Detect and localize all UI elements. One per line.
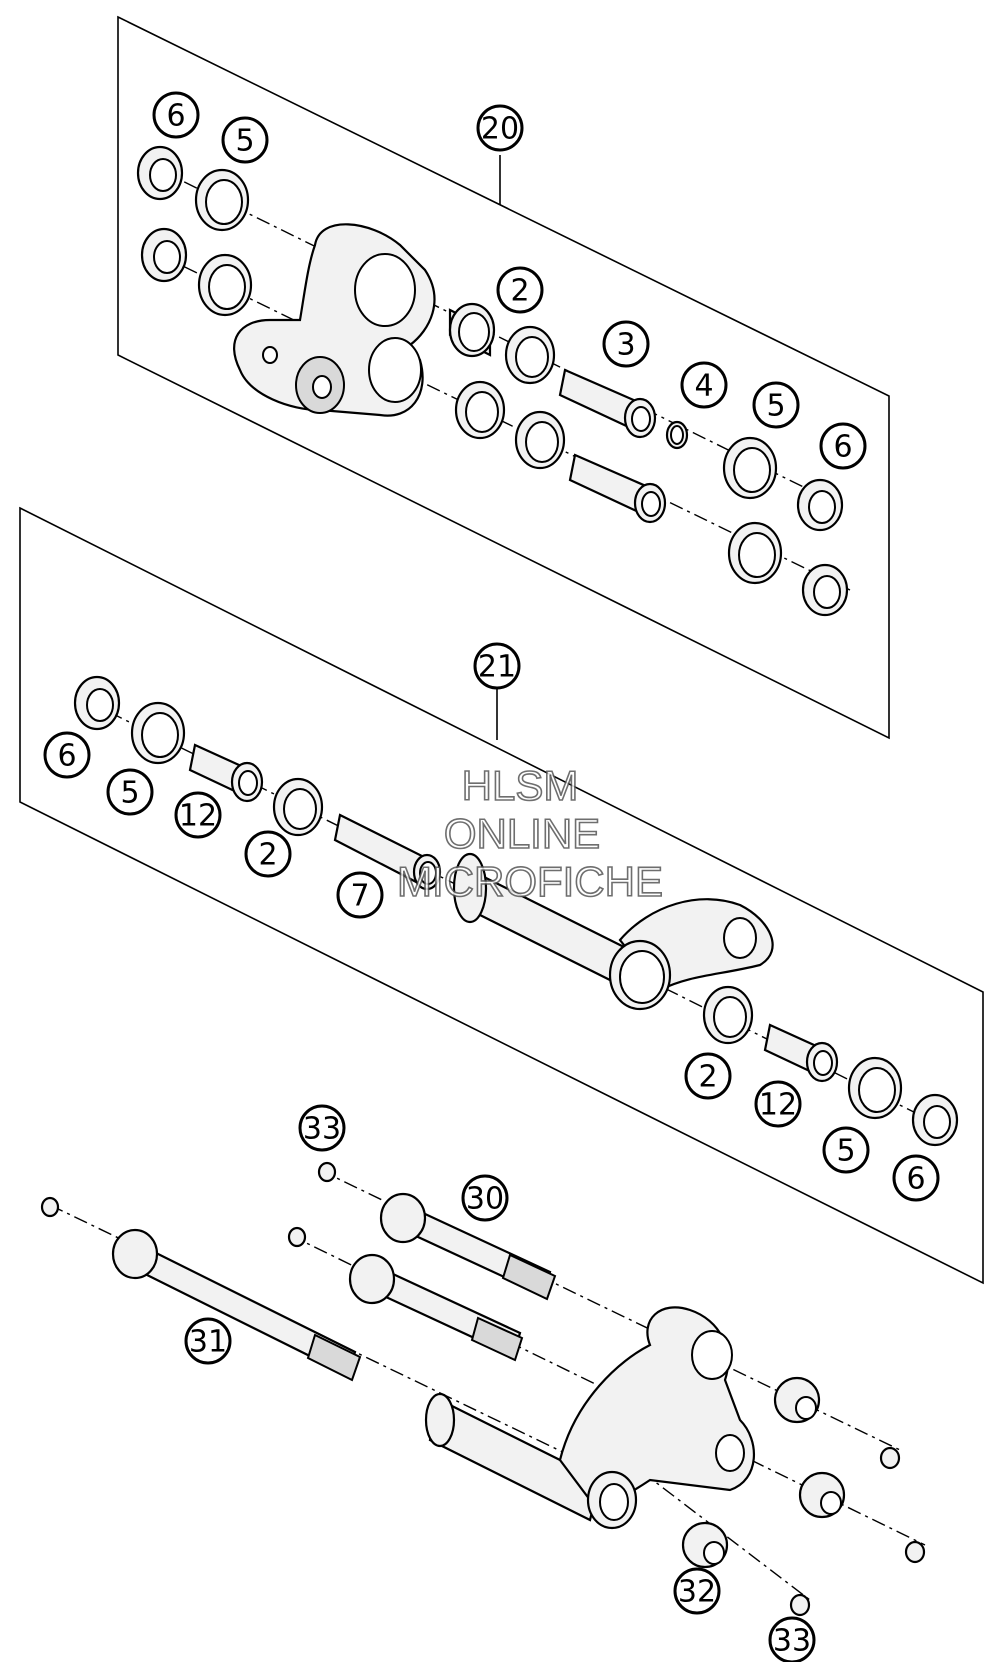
callout-label: 5: [235, 124, 254, 159]
watermark-line: ONLINE: [444, 810, 600, 857]
seal-part-6: [73, 675, 121, 731]
callout-32: 32: [673, 1567, 721, 1615]
bushing-part-2: [514, 410, 566, 470]
callout-5: 5: [221, 116, 269, 164]
sleeve-part-12: [188, 743, 264, 803]
callout-2: 2: [684, 1052, 732, 1100]
nut-part-32: [798, 1471, 846, 1519]
seal-part-5: [197, 253, 253, 317]
rocker-lever-body: [233, 223, 436, 417]
sleeve-part-12: [763, 1023, 839, 1083]
bolt-part-30: [379, 1192, 557, 1301]
callout-label: 6: [906, 1162, 925, 1197]
seal-part-6: [140, 227, 188, 283]
screw-part-33: [317, 1161, 337, 1183]
callout-label: 5: [766, 389, 785, 424]
panel-assembly-21: [19, 506, 984, 1285]
callout-30: 30: [461, 1174, 509, 1222]
watermark-line: HLSM: [462, 762, 579, 809]
assembled-linkage: [424, 1306, 755, 1530]
bushing-part-2: [702, 985, 754, 1045]
seal-part-6: [796, 478, 844, 532]
pin-part-7: [333, 813, 442, 891]
bushing-part-2: [504, 325, 556, 385]
screw-part-33: [789, 1593, 811, 1617]
callout-12: 12: [174, 791, 222, 839]
bushing-part-2: [454, 380, 506, 440]
callout-7: 7: [336, 871, 384, 919]
callout-label: 7: [350, 879, 369, 914]
callout-6: 6: [819, 422, 867, 470]
callout-5: 5: [822, 1126, 870, 1174]
callout-label: 12: [759, 1088, 797, 1123]
push-rod-body: [452, 852, 774, 1011]
screw-part-33: [904, 1540, 926, 1564]
callout-label: 31: [189, 1325, 227, 1360]
seal-part-5: [722, 436, 778, 500]
watermark: HLSM ONLINE MICROFICHE: [396, 761, 664, 906]
screw-part-33: [287, 1226, 307, 1248]
callout-label: 2: [510, 274, 529, 309]
callout-label: 2: [258, 838, 277, 873]
callout-label: 2: [698, 1060, 717, 1095]
callout-2: 2: [496, 266, 544, 314]
callout-label: 6: [833, 430, 852, 465]
seal-part-5: [130, 701, 186, 765]
o-ring-part-4: [665, 420, 689, 450]
callout-label: 4: [694, 369, 713, 404]
sleeve-part-3: [558, 368, 657, 439]
callout-label: 12: [179, 799, 217, 834]
bushing-part-2: [272, 777, 324, 837]
callout-label: 20: [481, 112, 519, 147]
callout-31: 31: [184, 1317, 232, 1365]
callout-label: 6: [57, 739, 76, 774]
callout-33: 33: [768, 1616, 816, 1664]
seal-part-5: [194, 168, 250, 232]
callout-label: 33: [773, 1624, 811, 1659]
callout-6: 6: [152, 91, 200, 139]
callout-6: 6: [892, 1154, 940, 1202]
nut-part-32: [681, 1521, 729, 1569]
watermark-line: MICROFICHE: [397, 858, 663, 905]
seal-part-5: [727, 521, 783, 585]
seal-part-5: [847, 1056, 903, 1120]
callout-33: 33: [298, 1104, 346, 1152]
seal-part-6: [801, 563, 849, 617]
callout-5: 5: [752, 381, 800, 429]
callout-label: 30: [466, 1182, 504, 1217]
callout-3: 3: [602, 320, 650, 368]
nut-part-32: [773, 1376, 821, 1424]
callout-6: 6: [43, 731, 91, 779]
axis-line: [159, 254, 851, 591]
callout-5: 5: [106, 768, 154, 816]
bushing-part-2: [448, 302, 496, 358]
callout-label: 32: [678, 1575, 716, 1610]
callout-2: 2: [244, 830, 292, 878]
callout-label: 21: [478, 650, 516, 685]
panel-assembly-20: [117, 15, 890, 740]
callout-label: 3: [616, 328, 635, 363]
axis-line: [159, 169, 841, 506]
seal-part-6: [136, 145, 184, 201]
sleeve-part-3: [568, 453, 667, 524]
callout-label: 5: [836, 1134, 855, 1169]
callout-label: 5: [120, 776, 139, 811]
callout-label: 6: [166, 99, 185, 134]
callout-4: 4: [680, 361, 728, 409]
callout-21: 21: [473, 642, 521, 690]
screw-part-33: [40, 1196, 60, 1218]
seal-part-6: [911, 1093, 959, 1147]
bolt-part-30: [348, 1253, 524, 1362]
callout-label: 33: [303, 1112, 341, 1147]
callout-20: 20: [476, 104, 524, 152]
bolt-part-31: [111, 1228, 362, 1382]
screw-part-33: [879, 1446, 901, 1470]
callout-12: 12: [754, 1080, 802, 1128]
